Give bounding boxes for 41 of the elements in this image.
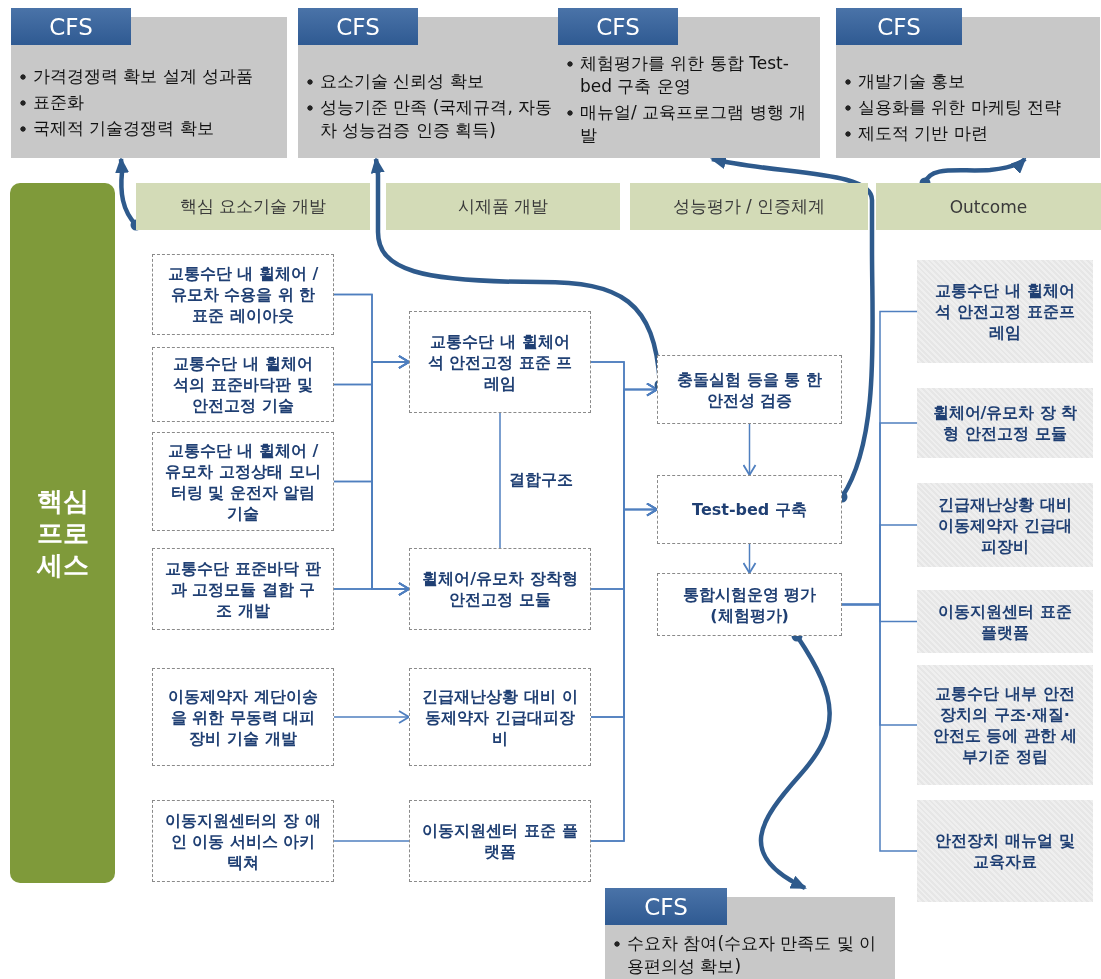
process-box: 교통수단 내 휠체어 /유모차 고정상태 모니터링 및 운전자 알림기술 [152,432,334,531]
cfs-tab: CFS [836,8,962,45]
cfs-card [836,8,1100,158]
process-box: Test-bed 구축 [657,475,842,544]
process-box: 교통수단 내 휠체어 석 안전고정 표준 프레임 [409,311,591,413]
connector-line [333,840,410,842]
outcome-box: 교통수단 내부 안전 장치의 구조·재질· 안전도 등에 관한 세부기준 정립 [917,665,1093,785]
cfs-tab: CFS [298,8,418,45]
cfs-tab: CFS [11,8,131,45]
outcome-box: 안전장치 매뉴얼 및 교육자료 [917,800,1093,902]
outcome-box: 이동지원센터 표준 플랫폼 [917,590,1093,653]
arrow [742,543,757,574]
outcome-box: 교통수단 내 휠체어석 안전고정 표준프레임 [917,260,1093,363]
outcome-box: 휠체어/유모차 장 착형 안전고정 모듈 [917,388,1093,458]
process-box: 충돌실험 등을 통 한 안전성 검증 [657,355,842,424]
outcome-box: 긴급재난상황 대비 이동제약자 긴급대피장비 [917,483,1093,567]
stage-header: 성능평가 / 인증체계 [630,183,868,230]
process-box: 교통수단 내 휠체어 /유모차 수용을 위 한 표준 레이아웃 [152,254,334,335]
stage-header: Outcome [876,183,1101,230]
connector-line [499,412,501,549]
process-box: 이동지원센터 표준 플랫폼 [409,800,591,882]
arrow [333,710,410,724]
process-band [10,183,115,883]
arrow [590,502,658,842]
cfs-card [605,888,895,979]
process-box: 통합시험운영 평가 (체험평가) [657,573,842,636]
cfs-tab: CFS [605,888,727,925]
process-box: 교통수단 내 휠체어 석의 표준바닥판 및 안전고정 기술 [152,347,334,422]
stage-header: 핵심 요소기술 개발 [136,183,370,230]
process-box: 교통수단 표준바닥 판과 고정모듈 결합 구조 개발 [152,548,334,630]
process-box: 이동제약자 계단이송을 위한 무동력 대피 장비 기술 개발 [152,668,334,766]
process-box: 이동지원센터의 장 애인 이동 서비스 아키텍쳐 [152,800,334,882]
arrow [742,423,757,476]
process-box: 긴급재난상황 대비 이동제약자 긴급대피장비 [409,668,591,766]
cfs-tab: CFS [558,8,678,45]
arrow [333,582,410,596]
stage-header: 시제품 개발 [386,183,620,230]
connector-line [841,603,918,852]
process-box: 휠체어/유모차 장착형 안전고정 모듈 [409,548,591,630]
cfs-card [11,8,287,158]
band-label: 핵심 프로세스 [35,485,90,581]
